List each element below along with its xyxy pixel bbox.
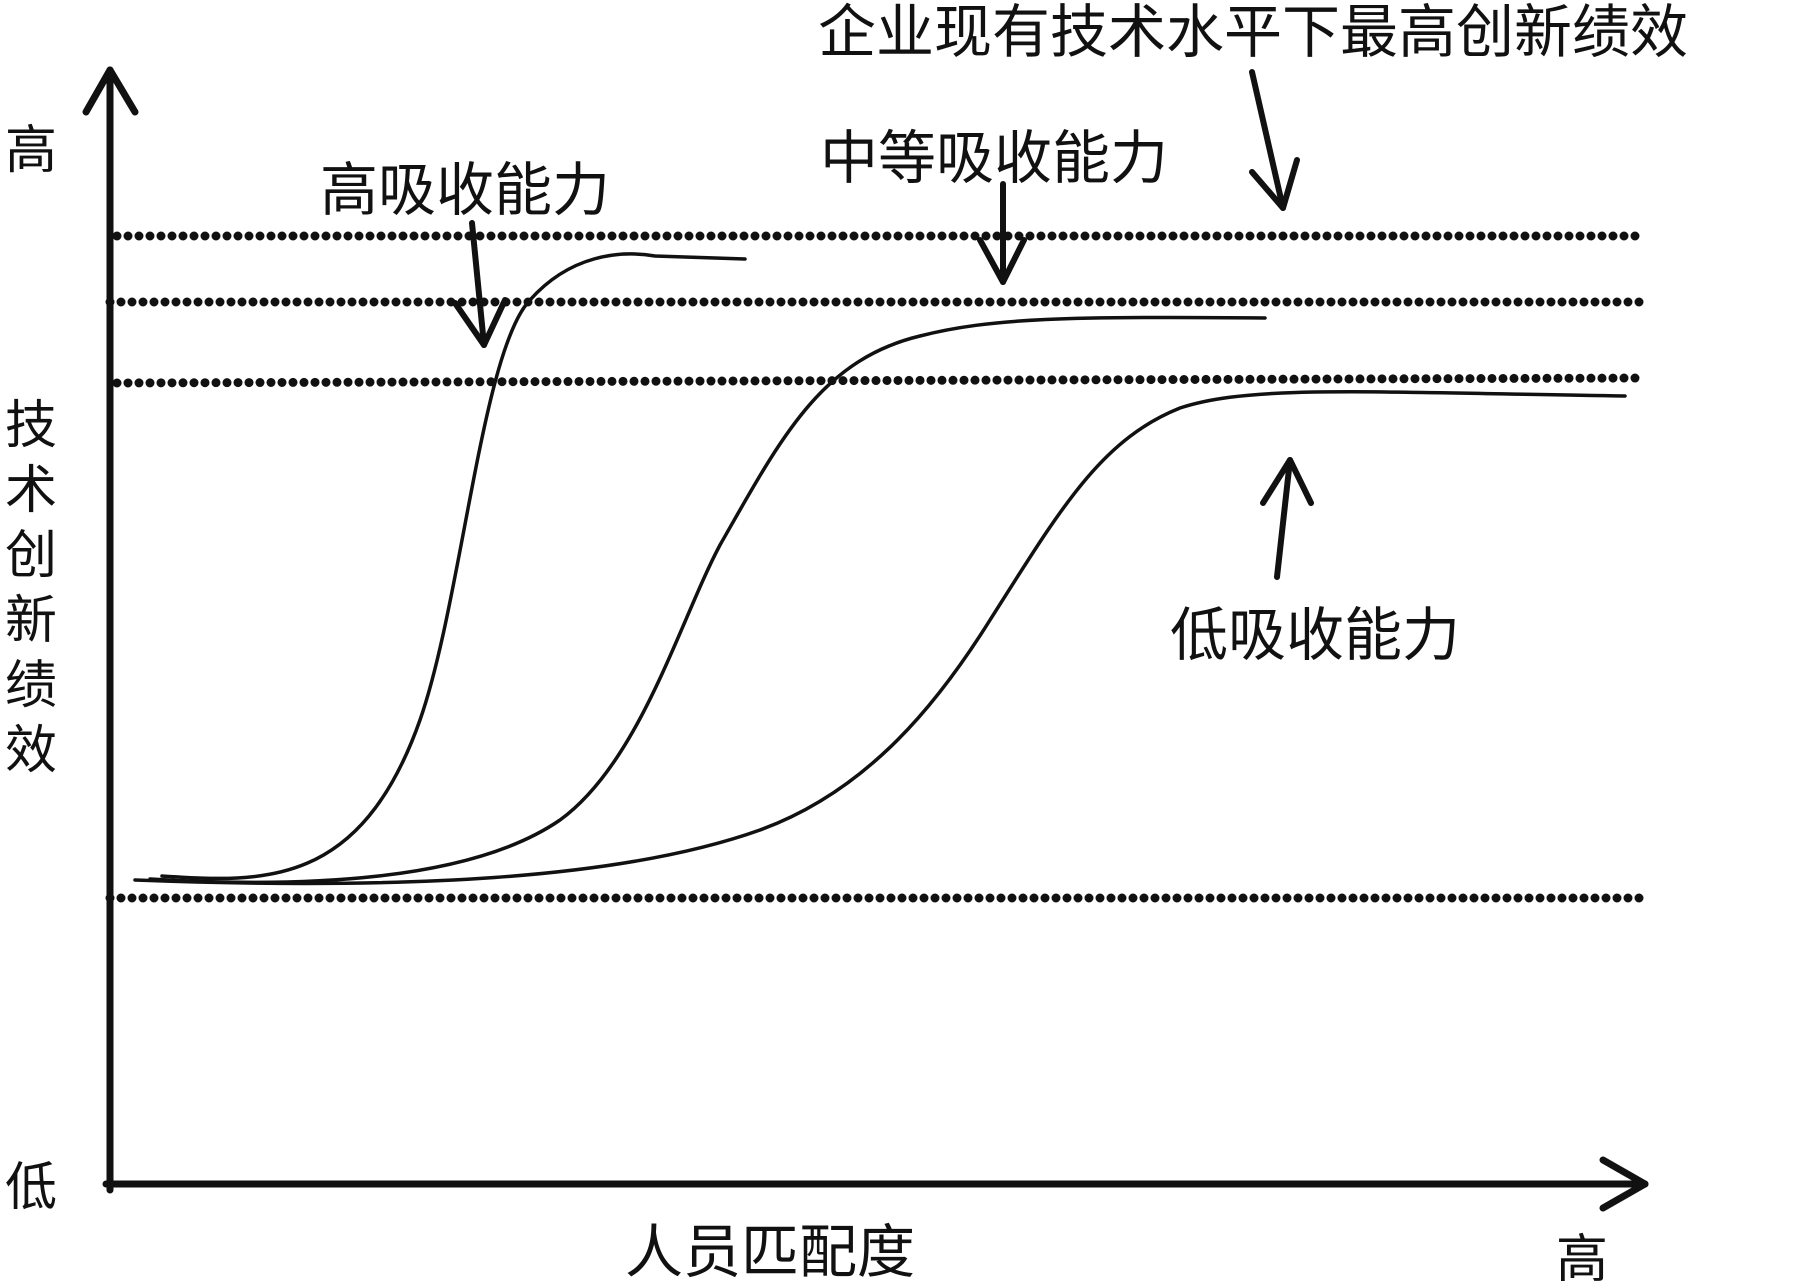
reference-lines xyxy=(105,231,1647,903)
label-high-capacity: 高吸收能力 xyxy=(320,156,610,224)
y-axis-arrowhead xyxy=(82,66,139,116)
arrow-high-shaft xyxy=(469,220,487,348)
arrow-high-head xyxy=(452,297,508,348)
arrow-low-head xyxy=(1260,457,1314,506)
y-axis-title-char: 绩 xyxy=(5,656,57,716)
curves xyxy=(133,252,1627,886)
label-low-capacity: 低吸收能力 xyxy=(1170,601,1460,669)
y-axis-title-char: 效 xyxy=(5,721,57,781)
axes xyxy=(82,66,1649,1212)
x-axis-title: 人员匹配度 xyxy=(625,1218,915,1281)
y-axis-title-char: 新 xyxy=(5,591,57,651)
arrow-max-performance-head xyxy=(1249,157,1300,211)
y-axis-title-char: 术 xyxy=(5,461,57,521)
x-axis-high-label: 高 xyxy=(1556,1230,1608,1281)
curve-high-capacity xyxy=(160,252,747,881)
y-axis-high-label: 高 xyxy=(5,121,57,181)
curve-medium-capacity xyxy=(148,315,1267,885)
curve-low-capacity xyxy=(133,390,1627,886)
arrow-medium-head xyxy=(977,237,1027,285)
y-axis-title-char: 技 xyxy=(5,396,57,456)
arrow-low-shaft xyxy=(1274,457,1293,580)
reference-line-medium xyxy=(112,373,1647,388)
y-axis-low-label: 低 xyxy=(5,1158,57,1218)
label-max-performance: 企业现有技术水平下最高创新绩效 xyxy=(818,0,1688,66)
pointer-arrows xyxy=(452,69,1314,580)
x-axis-arrowhead xyxy=(1599,1156,1649,1212)
arrow-max-performance-shaft xyxy=(1249,69,1286,211)
label-medium-capacity: 中等吸收能力 xyxy=(820,124,1168,192)
y-axis-title: 技 术 创 新 绩 效 xyxy=(5,396,57,781)
y-axis-title-char: 创 xyxy=(5,526,57,586)
